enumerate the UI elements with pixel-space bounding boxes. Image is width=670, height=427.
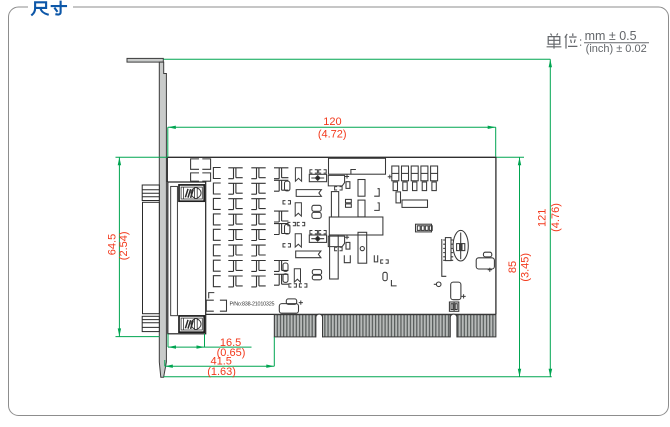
svg-text:(2.54): (2.54) — [118, 231, 130, 260]
svg-text:(3.45): (3.45) — [519, 253, 531, 282]
svg-text:16.5: 16.5 — [220, 337, 241, 349]
svg-text:121: 121 — [537, 209, 549, 227]
svg-text:mm ± 0.5: mm ± 0.5 — [585, 29, 637, 43]
svg-text:41.5: 41.5 — [210, 356, 231, 368]
svg-text:85: 85 — [507, 261, 519, 273]
svg-text:64.5: 64.5 — [106, 234, 118, 255]
svg-text:(4.72): (4.72) — [318, 129, 347, 141]
svg-text:P/No:838-21010325: P/No:838-21010325 — [230, 301, 275, 307]
svg-text:(inch) ± 0.02: (inch) ± 0.02 — [586, 43, 647, 55]
svg-text:(1.63): (1.63) — [207, 366, 236, 378]
svg-text:(4.76): (4.76) — [550, 203, 562, 232]
svg-text:(0.65): (0.65) — [217, 347, 246, 359]
svg-text:120: 120 — [323, 116, 341, 128]
